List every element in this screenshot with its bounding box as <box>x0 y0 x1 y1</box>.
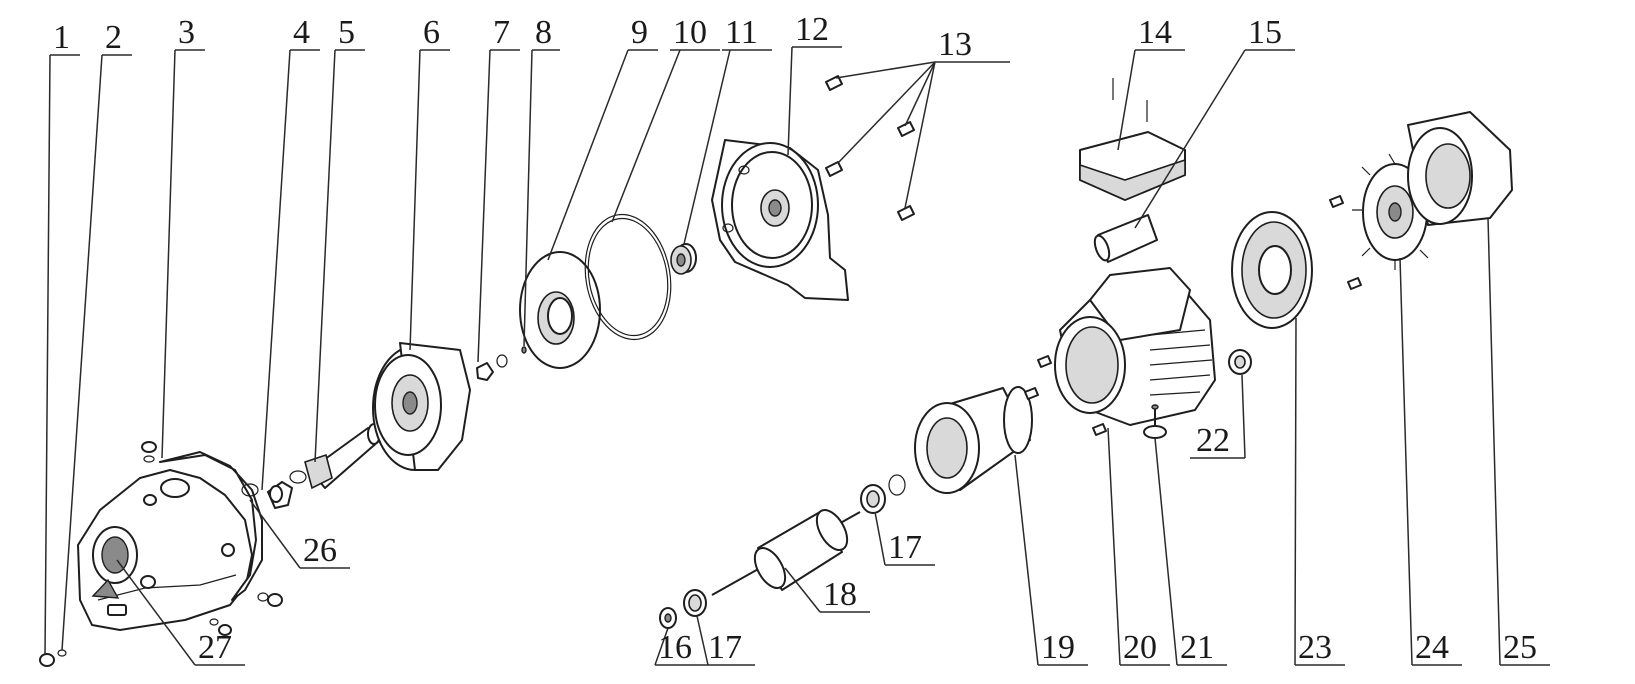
callout-18: 18 <box>823 576 857 613</box>
motor-housing <box>1024 267 1216 436</box>
callout-19: 19 <box>1041 629 1075 666</box>
impeller <box>519 251 601 369</box>
callout-10: 10 <box>673 14 707 51</box>
callout-14: 14 <box>1138 14 1172 51</box>
casing-o-ring <box>584 213 672 341</box>
callout-27: 27 <box>198 629 232 666</box>
callout-4: 4 <box>293 14 310 51</box>
callout-2: 2 <box>105 19 122 56</box>
callout-24: 24 <box>1415 629 1449 666</box>
callout-26: 26 <box>303 532 337 569</box>
diffuser <box>372 342 471 471</box>
casing-o-rings <box>241 470 307 497</box>
callout-23: 23 <box>1298 629 1332 666</box>
callout-20: 20 <box>1123 629 1157 666</box>
callout-17: 17 <box>708 629 742 666</box>
callout-17b: 17 <box>888 529 922 566</box>
drain-plug <box>39 649 67 667</box>
callout-15: 15 <box>1248 14 1282 51</box>
stator <box>914 386 1033 494</box>
callout-16: 16 <box>658 629 692 666</box>
nut-washer <box>476 346 527 381</box>
mechanical-seal <box>670 243 697 275</box>
rear-cover <box>1231 195 1362 329</box>
callout-9: 9 <box>631 14 648 51</box>
fan-cover <box>1407 111 1513 226</box>
callout-21: 21 <box>1180 629 1214 666</box>
capacitor <box>1093 214 1158 263</box>
callout-11: 11 <box>725 14 758 51</box>
callout-13: 13 <box>938 26 972 63</box>
callout-8: 8 <box>535 14 552 51</box>
callout-25: 25 <box>1503 629 1537 666</box>
terminal-box-cover <box>1079 78 1186 201</box>
callout-labels: 1 2 3 4 5 6 7 8 9 10 11 12 13 14 15 16 1… <box>53 11 1537 666</box>
cable-gland <box>1228 349 1252 375</box>
screws <box>825 75 915 221</box>
callout-5: 5 <box>338 14 355 51</box>
bearing-rear <box>860 474 906 514</box>
leader-lines <box>44 46 1550 666</box>
callout-22: 22 <box>1196 422 1230 459</box>
injector <box>267 481 293 509</box>
callout-6: 6 <box>423 14 440 51</box>
pump-casing <box>77 441 283 636</box>
motor-bracket <box>711 139 849 301</box>
bearing-front <box>659 589 707 629</box>
rotor-shaft <box>711 509 861 596</box>
callout-12: 12 <box>795 11 829 48</box>
callout-7: 7 <box>493 14 510 51</box>
callout-1: 1 <box>53 19 70 56</box>
callout-3: 3 <box>178 14 195 51</box>
